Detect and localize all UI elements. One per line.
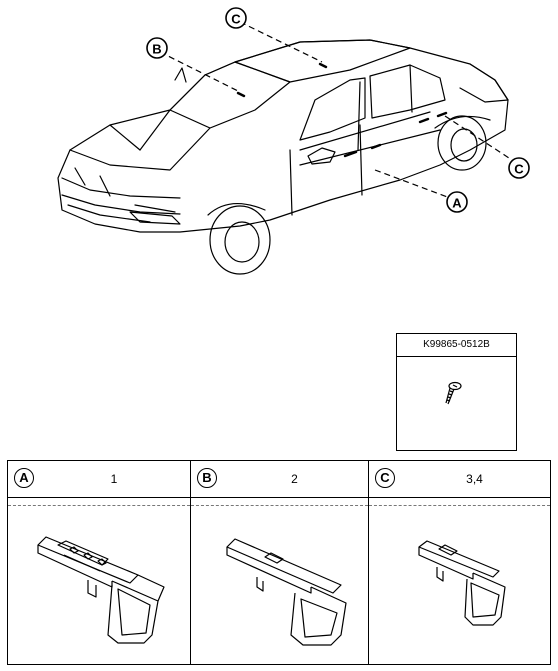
car-illustration: C B C A bbox=[57, 7, 530, 275]
svg-text:A: A bbox=[452, 196, 462, 211]
parts-cell-header: A 1 bbox=[8, 461, 190, 498]
item-number: 1 bbox=[110, 472, 118, 486]
main-power-window-switch-icon bbox=[37, 536, 165, 644]
car-headlight bbox=[129, 211, 181, 225]
car-front-wheel bbox=[209, 205, 271, 275]
callout-c-top: C bbox=[225, 7, 247, 29]
part-number: K99865-0512B bbox=[397, 334, 516, 357]
car-rear-window bbox=[369, 64, 446, 119]
svg-text:C: C bbox=[514, 162, 524, 177]
car-windshield bbox=[169, 61, 291, 129]
parts-cell-c: C 3,4 bbox=[369, 461, 550, 664]
switch-parts-table: A 1 B 2 bbox=[7, 460, 551, 665]
car-body bbox=[57, 39, 509, 233]
car-mirror bbox=[307, 147, 336, 165]
item-number: 2 bbox=[291, 472, 298, 486]
callout-a-bottom: A bbox=[446, 191, 468, 213]
callout-letter: C bbox=[375, 468, 395, 488]
screw-icon bbox=[445, 381, 462, 405]
car-front-window bbox=[299, 77, 366, 141]
callout-letter: B bbox=[197, 468, 217, 488]
car-roof bbox=[234, 39, 411, 83]
callout-c-right: C bbox=[508, 157, 530, 179]
callout-b-top: B bbox=[146, 37, 168, 59]
passenger-window-switch-icon bbox=[226, 538, 347, 646]
parts-cell-b: B 2 bbox=[191, 461, 369, 664]
item-number: 3,4 bbox=[466, 472, 483, 486]
svg-text:B: B bbox=[152, 42, 161, 57]
rear-window-switch-icon bbox=[418, 540, 506, 626]
svg-text:C: C bbox=[231, 12, 241, 27]
fastener-part-box: K99865-0512B bbox=[396, 333, 517, 451]
car-rear-wheel bbox=[437, 115, 487, 171]
callout-letter: A bbox=[14, 468, 34, 488]
parts-cell-header: B 2 bbox=[191, 461, 368, 498]
parts-cell-header: C 3,4 bbox=[369, 461, 550, 498]
parts-cell-a: A 1 bbox=[8, 461, 191, 664]
